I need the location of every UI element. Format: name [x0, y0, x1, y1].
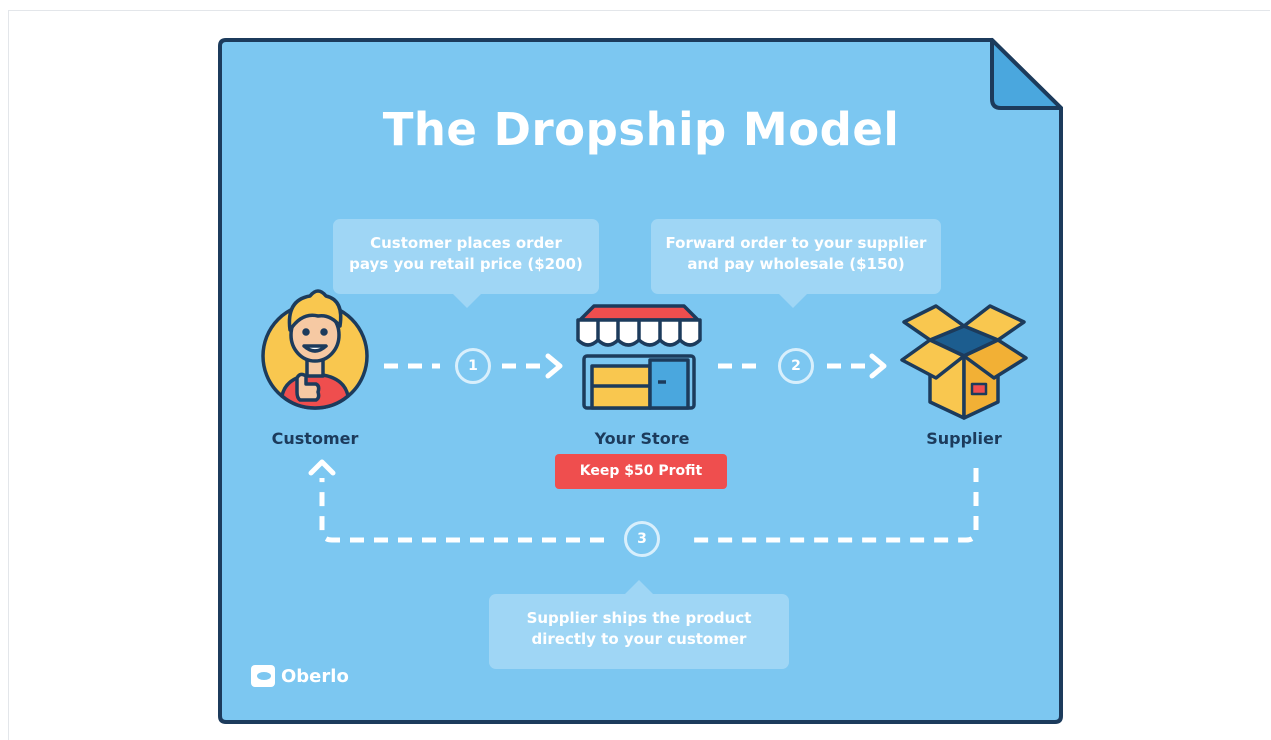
step-3-text-line2: directly to your customer	[531, 630, 747, 648]
arrow-head-1	[545, 353, 563, 379]
oberlo-logo-icon	[251, 665, 275, 687]
store-label: Your Store	[594, 429, 690, 448]
customer-icon	[261, 289, 369, 410]
step-1-text-line2: pays you retail price ($200)	[349, 255, 583, 273]
step-2-text-line1: Forward order to your supplier	[665, 234, 927, 252]
customer-label: Customer	[271, 429, 359, 448]
step-3-badge: 3	[624, 521, 660, 557]
supplier-box-icon	[900, 304, 1028, 420]
step-3-callout: Supplier ships the product directly to y…	[489, 580, 789, 669]
step-3-text-line1: Supplier ships the product	[526, 609, 752, 627]
step-2-callout: Forward order to your supplier and pay w…	[651, 219, 941, 308]
step-2-badge: 2	[778, 348, 814, 384]
step-1-callout: Customer places order pays you retail pr…	[333, 219, 599, 308]
folded-corner	[990, 38, 1063, 110]
arrow-head-3	[308, 459, 336, 476]
step-1-badge: 1	[455, 348, 491, 384]
step-2-text-line2: and pay wholesale ($150)	[687, 255, 905, 273]
diagram-title: The Dropship Model	[382, 103, 900, 156]
supplier-label: Supplier	[926, 429, 1002, 448]
step-1-text-line1: Customer places order	[370, 234, 562, 252]
profit-badge: Keep $50 Profit	[555, 454, 727, 489]
brand-name: Oberlo	[281, 666, 349, 687]
store-icon	[576, 304, 702, 410]
page-frame	[8, 10, 1270, 740]
arrow-head-2	[869, 353, 887, 379]
